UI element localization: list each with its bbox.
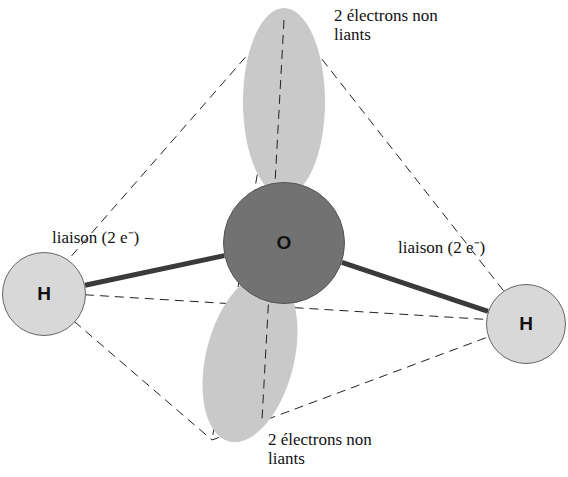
hydrogen-atom: H bbox=[2, 252, 86, 336]
lone-pair-label: 2 électrons non liants bbox=[268, 430, 378, 468]
atom-symbol: O bbox=[277, 232, 292, 254]
lone-pair-lobe bbox=[243, 8, 325, 196]
lone-pair-label: 2 électrons non liants bbox=[334, 6, 444, 44]
hydrogen-atom: H bbox=[486, 284, 566, 364]
covalent-bond bbox=[85, 256, 224, 286]
covalent-bond bbox=[342, 262, 488, 311]
atom-symbol: H bbox=[519, 313, 533, 335]
atom-symbol: H bbox=[37, 283, 51, 305]
oxygen-atom: O bbox=[223, 182, 345, 304]
bond-label: liaison (2 e⁻) bbox=[398, 238, 485, 257]
bond-label: liaison (2 e⁻) bbox=[52, 228, 139, 247]
